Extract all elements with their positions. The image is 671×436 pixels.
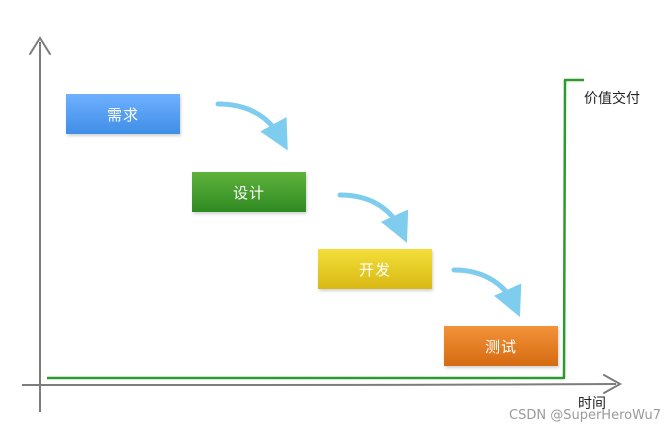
value-delivery-label: 价值交付 (584, 91, 640, 107)
flow-arrow-1 (215, 101, 288, 151)
watermark: CSDN @SuperHeroWu7 (509, 408, 661, 423)
stage-requirements: 需求 (66, 94, 180, 134)
y-axis-arrowhead (29, 36, 51, 55)
x-axis-line (21, 383, 617, 386)
stage-design: 设计 (192, 172, 306, 212)
flow-arrow-2 (337, 192, 409, 243)
stage-development: 开发 (318, 249, 432, 289)
stage-design-label: 设计 (232, 183, 265, 202)
time-axis-label: 时间 (578, 396, 606, 412)
stage-development-label: 开发 (358, 260, 391, 279)
y-axis-line (38, 41, 42, 413)
stage-requirements-label: 需求 (106, 105, 139, 124)
x-axis-arrowhead (603, 374, 623, 394)
value-delivery-line (47, 78, 584, 380)
stage-testing-label: 测试 (484, 337, 517, 356)
flow-arrow-3 (451, 267, 522, 317)
stage-testing: 测试 (444, 326, 558, 366)
